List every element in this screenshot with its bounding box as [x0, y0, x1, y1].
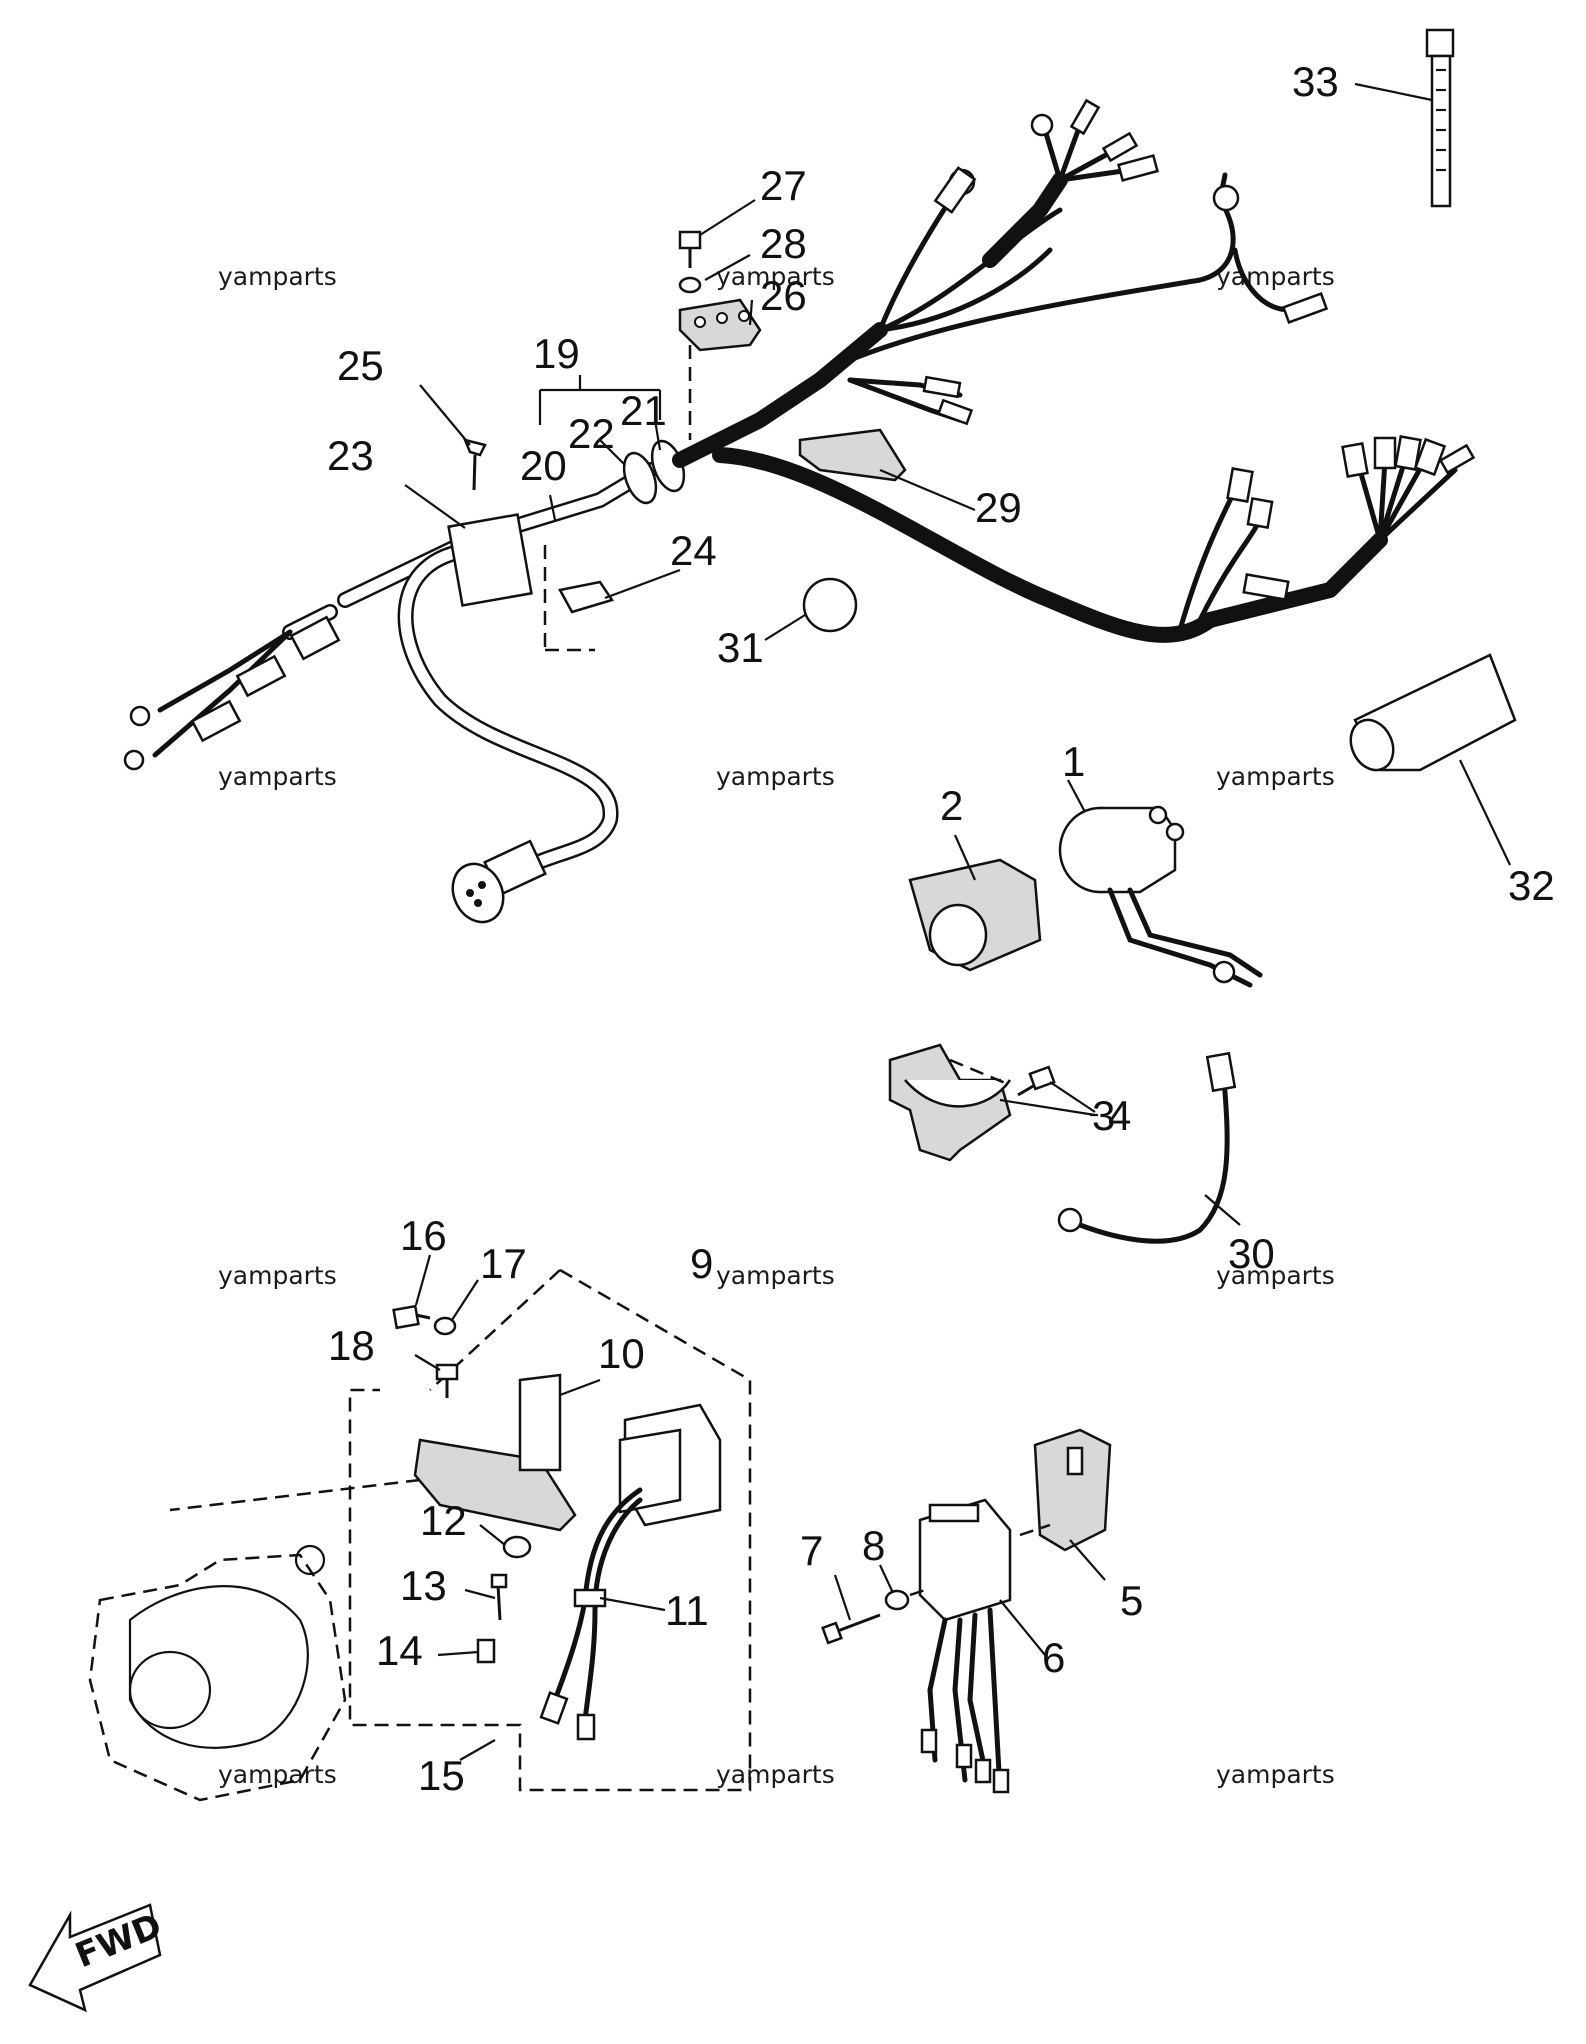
callout-26: 26	[760, 272, 807, 319]
callout-33: 33	[1292, 58, 1339, 105]
cdi-ignition-group	[88, 1268, 752, 1802]
callout-1: 1	[1062, 738, 1085, 785]
callout-27: 27	[760, 162, 807, 209]
callout-12: 12	[420, 1497, 467, 1544]
watermark: yamparts	[218, 1760, 337, 1789]
callout-9: 9	[690, 1240, 713, 1287]
callout-11: 11	[665, 1587, 709, 1634]
callout-23: 23	[327, 432, 374, 479]
callout-16: 16	[400, 1212, 447, 1259]
watermark: yamparts	[218, 1261, 337, 1290]
callout-21: 21	[620, 387, 667, 434]
callout-24: 24	[670, 527, 717, 574]
callout-10: 10	[598, 1330, 645, 1377]
callout-14: 14	[376, 1627, 423, 1674]
callout-20: 20	[520, 442, 567, 489]
watermark: yamparts	[1216, 262, 1335, 291]
rectifier-regulator-group	[821, 1428, 1112, 1794]
callout-32: 32	[1508, 862, 1555, 909]
callout-5: 5	[1120, 1577, 1143, 1624]
watermark: yamparts	[716, 1760, 835, 1789]
fwd-arrow-icon: FWD	[28, 1903, 167, 2013]
callout-4: 4	[1108, 1092, 1131, 1139]
callout-8: 8	[862, 1522, 885, 1569]
watermark: yamparts	[716, 762, 835, 791]
watermark: yamparts	[218, 262, 337, 291]
watermark: yamparts	[1216, 1261, 1335, 1290]
watermark: yamparts	[1216, 762, 1335, 791]
callout-3: 3	[1092, 1092, 1115, 1139]
leader-lines	[404, 82, 1511, 1761]
main-wiring-harness	[123, 98, 1476, 924]
callout-labels: 33 27 28 26 19 25 22 21 20 23 29 24 31 2…	[327, 58, 1555, 1799]
upper-small-parts	[462, 28, 1517, 772]
callout-15: 15	[418, 1752, 465, 1799]
watermark: yamparts	[716, 262, 835, 291]
callout-6: 6	[1042, 1634, 1065, 1681]
callout-25: 25	[337, 342, 384, 389]
watermark: yamparts	[1216, 1760, 1335, 1789]
callout-30: 30	[1228, 1230, 1275, 1277]
callout-13: 13	[400, 1562, 447, 1609]
callout-29: 29	[975, 484, 1022, 531]
callout-18: 18	[328, 1322, 375, 1369]
callout-17: 17	[480, 1240, 527, 1287]
callout-2: 2	[940, 782, 963, 829]
watermark-layer: yamparts yamparts yamparts yamparts yamp…	[218, 262, 1335, 1789]
callout-28: 28	[760, 220, 807, 267]
callout-22: 22	[568, 410, 615, 457]
starter-relay-group	[888, 805, 1263, 1244]
watermark: yamparts	[218, 762, 337, 791]
callout-31: 31	[717, 624, 764, 671]
watermark: yamparts	[716, 1261, 835, 1290]
callout-7: 7	[800, 1527, 823, 1574]
callout-19: 19	[533, 330, 580, 377]
